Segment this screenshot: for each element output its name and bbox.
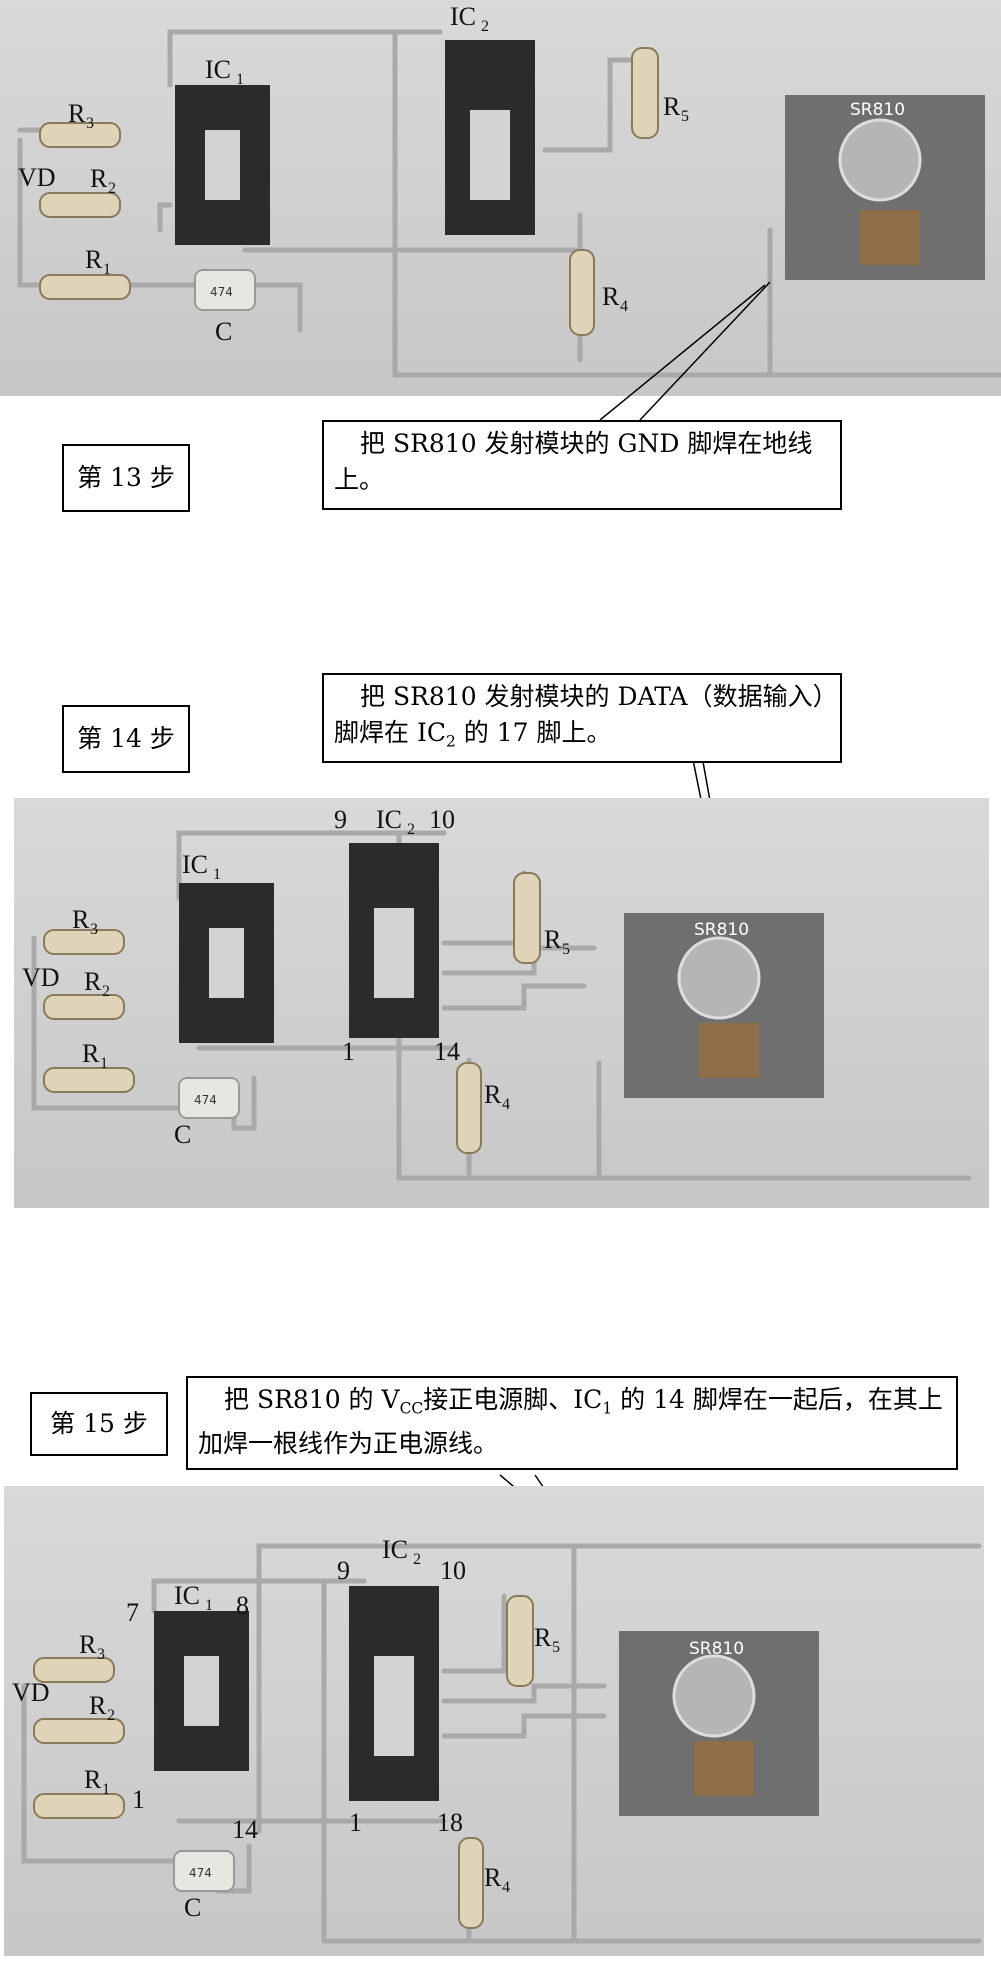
svg-text:R: R [79, 1630, 97, 1659]
svg-text:R: R [89, 1691, 107, 1720]
svg-text:5: 5 [552, 1639, 560, 1656]
step13-note: 把 SR810 发射模块的 GND 脚焊在地线上。 [322, 420, 842, 510]
step14-label: 第 14 步 [62, 705, 190, 773]
svg-text:IC: IC [382, 1535, 408, 1564]
step13-ic1-socket [175, 85, 270, 245]
step14-note: 把 SR810 发射模块的 DATA（数据输入）脚焊在 IC2 的 17 脚上。 [322, 673, 842, 763]
svg-text:R: R [68, 99, 86, 128]
svg-text:R: R [534, 1623, 552, 1652]
svg-text:SR810: SR810 [689, 1639, 744, 1659]
svg-text:VD: VD [12, 1678, 50, 1707]
svg-text:VD: VD [18, 163, 56, 192]
svg-text:1: 1 [100, 1055, 108, 1072]
svg-text:3: 3 [90, 921, 98, 938]
svg-text:C: C [215, 317, 232, 346]
svg-text:2: 2 [481, 18, 489, 35]
step14-ic2-socket [349, 843, 439, 1038]
svg-text:R: R [484, 1863, 502, 1892]
svg-text:9: 9 [337, 1556, 350, 1585]
svg-text:14: 14 [232, 1815, 258, 1844]
svg-text:C: C [174, 1120, 191, 1149]
svg-text:SR810: SR810 [694, 920, 749, 940]
svg-text:10: 10 [440, 1556, 466, 1585]
svg-text:1: 1 [205, 1597, 213, 1614]
svg-text:1: 1 [102, 1781, 110, 1798]
svg-text:4: 4 [502, 1879, 510, 1896]
svg-text:IC: IC [450, 2, 476, 31]
svg-text:3: 3 [97, 1646, 105, 1663]
svg-text:R: R [663, 92, 681, 121]
svg-text:1: 1 [132, 1785, 145, 1814]
step15-label: 第 15 步 [30, 1392, 168, 1456]
svg-text:IC: IC [182, 850, 208, 879]
svg-text:5: 5 [681, 108, 689, 125]
svg-text:R: R [72, 905, 90, 934]
svg-text:2: 2 [102, 983, 110, 1000]
svg-text:1: 1 [349, 1808, 362, 1837]
svg-text:474: 474 [189, 1866, 212, 1880]
svg-text:R: R [484, 1080, 502, 1109]
svg-text:1: 1 [342, 1037, 355, 1066]
svg-text:C: C [184, 1893, 201, 1922]
svg-text:10: 10 [429, 805, 455, 834]
svg-text:2: 2 [108, 180, 116, 197]
svg-text:IC: IC [205, 55, 231, 84]
svg-text:4: 4 [620, 298, 628, 315]
svg-text:SR810: SR810 [850, 100, 905, 120]
svg-text:474: 474 [194, 1093, 217, 1107]
svg-text:VD: VD [22, 963, 60, 992]
svg-text:2: 2 [413, 1551, 421, 1568]
svg-text:R: R [82, 1039, 100, 1068]
svg-text:1: 1 [103, 261, 111, 278]
svg-text:14: 14 [434, 1037, 460, 1066]
svg-text:2: 2 [407, 821, 415, 838]
svg-text:R: R [602, 282, 620, 311]
svg-text:1: 1 [213, 866, 221, 883]
svg-text:5: 5 [562, 941, 570, 958]
svg-text:18: 18 [437, 1808, 463, 1837]
step13-label: 第 13 步 [62, 444, 190, 512]
svg-text:R: R [85, 245, 103, 274]
svg-text:2: 2 [107, 1707, 115, 1724]
svg-text:9: 9 [334, 805, 347, 834]
step15-ic2-socket [349, 1586, 439, 1801]
svg-text:4: 4 [502, 1096, 510, 1113]
step13-sr810-module: SR810 [785, 95, 985, 280]
svg-text:8: 8 [236, 1591, 249, 1620]
step14-sr810-module: SR810 [624, 913, 824, 1098]
svg-text:R: R [84, 1765, 102, 1794]
svg-text:3: 3 [86, 115, 94, 132]
step15-sr810-module: SR810 [619, 1631, 819, 1816]
svg-text:1: 1 [236, 71, 244, 88]
step13-ic2-socket [445, 40, 535, 235]
step14-ic1-socket [179, 883, 274, 1043]
svg-text:R: R [84, 967, 102, 996]
step15-ic1-socket [154, 1611, 249, 1771]
svg-text:R: R [544, 925, 562, 954]
svg-text:7: 7 [126, 1598, 139, 1627]
step15-note: 把 SR810 的 VCC接正电源脚、IC1 的 14 脚焊在一起后，在其上加焊… [186, 1376, 958, 1470]
svg-text:IC: IC [376, 805, 402, 834]
svg-text:R: R [90, 164, 108, 193]
svg-text:474: 474 [210, 285, 233, 299]
svg-text:IC: IC [174, 1581, 200, 1610]
